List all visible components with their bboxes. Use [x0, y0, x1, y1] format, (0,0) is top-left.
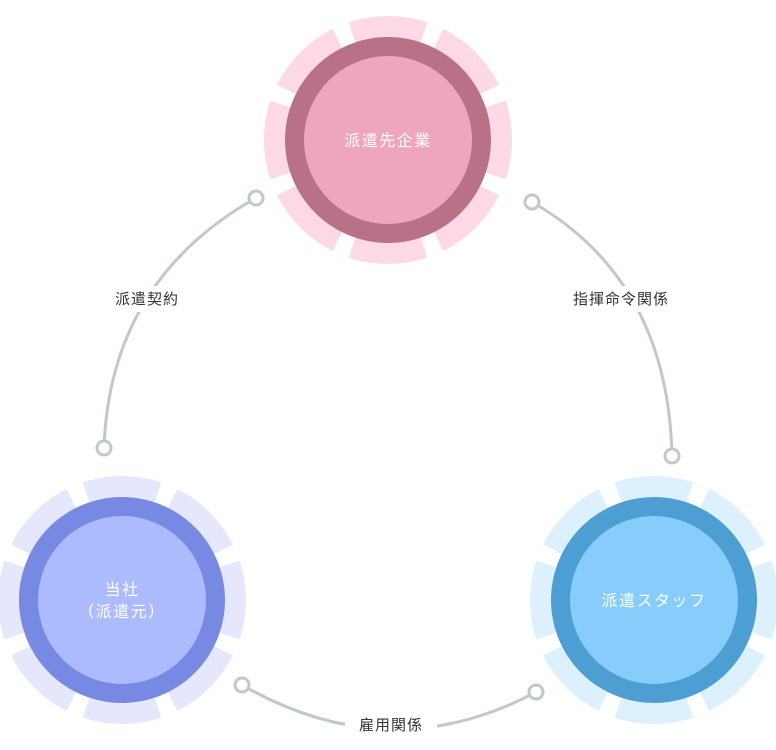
edge-label-layer: 派遣契約 指揮命令関係 雇用関係 — [100, 286, 686, 736]
connector-endpoint — [527, 683, 545, 701]
connector-command-relationship — [530, 200, 674, 458]
node-halo-segment — [698, 644, 765, 711]
node-halo-segment — [543, 644, 610, 711]
node-label-agency-line1: 当社 — [104, 580, 139, 599]
node-halo-segment — [543, 489, 610, 556]
node-halo-segment — [482, 100, 512, 180]
node-halo-segment — [614, 694, 694, 724]
node-halo-segment — [11, 489, 78, 556]
edge-label-dispatch-contract: 派遣契約 — [115, 290, 179, 308]
node-label-dispatch-staff: 派遣スタッフ — [601, 591, 706, 610]
node-halo-segment — [348, 16, 428, 46]
node-halo-segment — [277, 184, 344, 251]
node-label-client-company: 派遣先企業 — [344, 131, 432, 150]
node-halo-segment — [614, 476, 694, 506]
node-halo — [264, 16, 512, 264]
node-halo-segment — [277, 29, 344, 96]
node-halo-segment — [530, 560, 560, 640]
node-halo — [530, 476, 776, 724]
node-label-agency-line2: （派遣元） — [78, 602, 166, 621]
node-halo-segment — [432, 184, 499, 251]
node-agency: 当社 （派遣元） — [0, 476, 246, 724]
connector-dispatch-contract — [102, 196, 258, 450]
node-core — [570, 516, 738, 684]
node-client-company: 派遣先企業 — [264, 16, 512, 264]
node-halo-segment — [348, 234, 428, 264]
edge-label-background — [556, 286, 686, 312]
edge-label-employment-relationship: 雇用関係 — [359, 716, 423, 734]
edge-label-background — [345, 712, 437, 736]
node-halo-segment — [698, 489, 765, 556]
edge-label-background — [100, 286, 194, 312]
node-halo-segment — [748, 560, 776, 640]
connector-endpoint — [247, 189, 265, 207]
node-halo — [0, 476, 246, 724]
node-core — [304, 56, 472, 224]
connector-endpoint — [523, 193, 541, 211]
node-halo-segment — [264, 100, 294, 180]
connector-endpoint — [663, 447, 681, 465]
connector-endpoint — [233, 676, 251, 694]
node-halo-segment — [0, 560, 28, 640]
edge-label-command-relationship: 指揮命令関係 — [573, 290, 669, 308]
node-halo-segment — [11, 644, 78, 711]
node-halo-segment — [216, 560, 246, 640]
node-halo-segment — [82, 694, 162, 724]
node-dispatch-staff: 派遣スタッフ — [530, 476, 776, 724]
node-halo-segment — [166, 489, 233, 556]
node-halo-segment — [166, 644, 233, 711]
node-core — [38, 516, 206, 684]
node-halo-segment — [432, 29, 499, 96]
node-halo-segment — [82, 476, 162, 506]
connector-endpoint — [95, 439, 113, 457]
